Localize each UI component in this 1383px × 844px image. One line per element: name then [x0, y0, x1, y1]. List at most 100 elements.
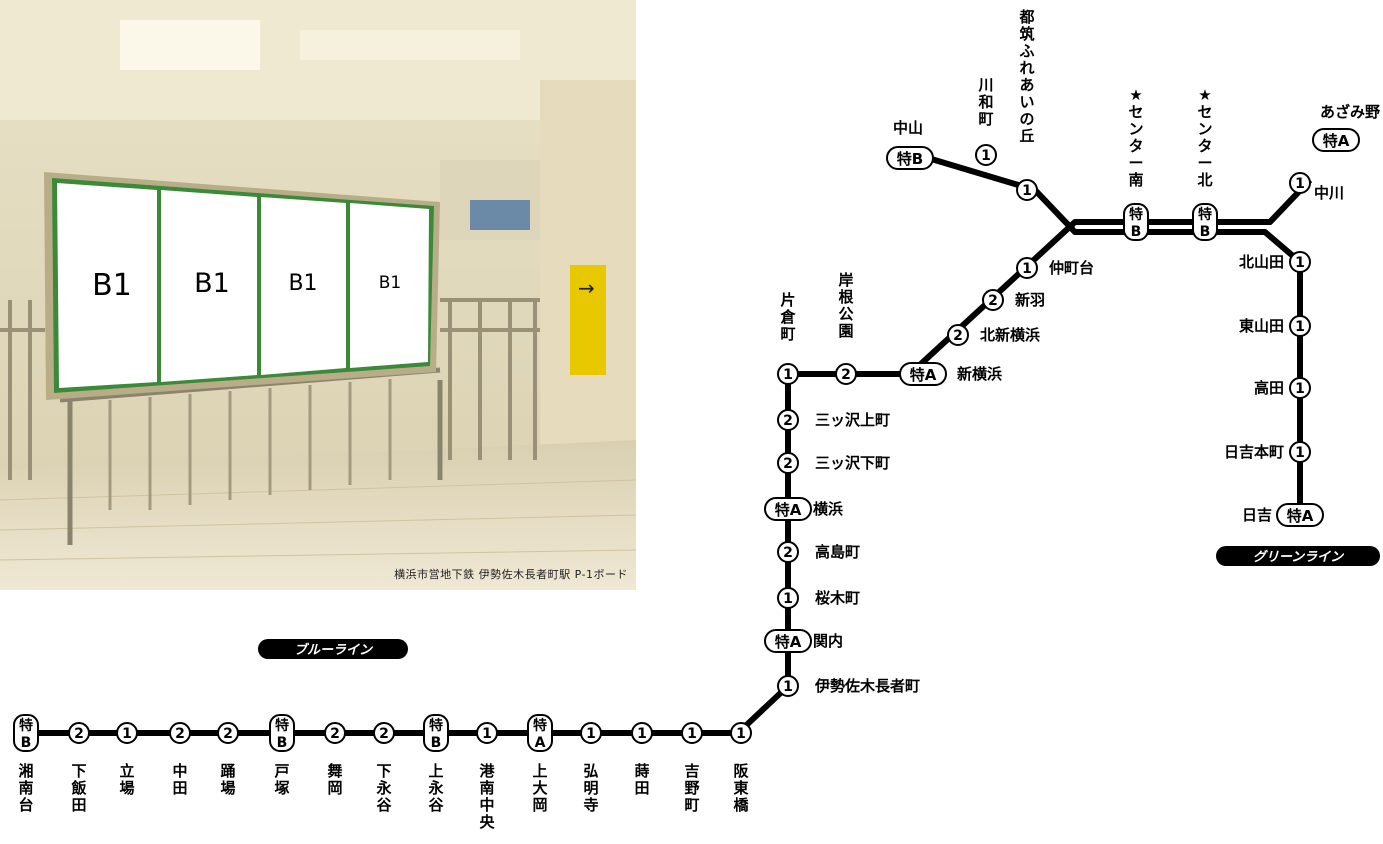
badge-rank: 2 [783, 413, 793, 429]
station-name-vert-6: 三ッ沢上町 [815, 411, 890, 429]
badge-label: 特A [1287, 507, 1314, 525]
badge-rank: 1 [783, 591, 793, 607]
badge-rank: 1 [1295, 445, 1305, 461]
station-badge-vert-1[interactable]: 特A [764, 629, 812, 653]
station-badge-bottom-11[interactable]: 1 [580, 722, 602, 744]
station-badge-vert-7[interactable]: 1 [777, 363, 799, 385]
badge-rank: A [535, 735, 546, 751]
badge-frame [1276, 503, 1324, 527]
badge-rank: 1 [122, 726, 132, 742]
station-badge-green-5[interactable]: 1 [1289, 251, 1311, 273]
station-name-upper-6: ★センター北 [1197, 86, 1212, 189]
blue-line-title: ブルーライン [294, 642, 373, 658]
badge-label: 特 [1129, 206, 1143, 223]
badge-rank: 1 [1295, 255, 1305, 271]
station-badge-vert-4[interactable]: 特A [764, 497, 812, 521]
badge-circle [1289, 315, 1311, 337]
badge-circle [324, 722, 346, 744]
station-badge-green-1[interactable]: 1 [975, 144, 997, 166]
svg-text:→: → [578, 276, 595, 300]
station-name-bottom-3: 中田 [172, 762, 187, 797]
station-name-bottom-2: 立場 [119, 762, 134, 797]
route-lines [26, 155, 1313, 736]
badge-rank: 2 [330, 726, 340, 742]
station-name-bottom-1: 下飯田 [70, 762, 86, 814]
station-badge-green-9[interactable]: 特A [1276, 503, 1324, 527]
station-badge-bottom-4[interactable]: 2 [217, 722, 239, 744]
badge-rank: 1 [783, 367, 793, 383]
badge-circle [476, 722, 498, 744]
badge-circle [217, 722, 239, 744]
stations: 特B湘南台2下飯田1立場2中田2踊場特B戸塚2舞岡2下永谷特B上永谷1港南中央特… [13, 8, 1380, 831]
station-name-vert-7: 片倉町 [779, 291, 796, 343]
station-badge-bottom-7[interactable]: 2 [373, 722, 395, 744]
station-name-bottom-9: 港南中央 [479, 762, 495, 831]
badge-rank: 2 [783, 456, 793, 472]
station-badge-vert-5[interactable]: 2 [777, 452, 799, 474]
station-badge-bottom-10[interactable]: 特A [527, 714, 553, 752]
badge-rank: B [1200, 224, 1211, 240]
badge-frame [527, 714, 553, 752]
badge-rank: 1 [1295, 381, 1305, 397]
badge-label: 特 [275, 717, 289, 734]
station-badge-bottom-9[interactable]: 1 [476, 722, 498, 744]
station-badge-bottom-2[interactable]: 1 [116, 722, 138, 744]
badge-label: 特 [533, 717, 547, 734]
station-badge-bottom-1[interactable]: 2 [68, 722, 90, 744]
station-badge-green-6[interactable]: 1 [1289, 315, 1311, 337]
badge-rank: 1 [1295, 319, 1305, 335]
station-name-upper-1: 新横浜 [957, 365, 1002, 383]
station-badge-upper-1[interactable]: 特A [899, 362, 947, 386]
badge-rank: 2 [74, 726, 84, 742]
station-badge-bottom-12[interactable]: 1 [631, 722, 653, 744]
badge-circle [1289, 251, 1311, 273]
badge-circle [982, 289, 1004, 311]
badge-label: 特B [897, 150, 923, 168]
badge-circle [1289, 172, 1311, 194]
badge-rank: 2 [841, 367, 851, 383]
station-badge-green-4[interactable]: 特A [1312, 128, 1360, 152]
station-badge-bottom-13[interactable]: 1 [681, 722, 703, 744]
badge-circle [580, 722, 602, 744]
station-name-bottom-6: 舞岡 [327, 762, 342, 797]
station-badge-upper-0[interactable]: 2 [835, 363, 857, 385]
badge-rank: 1 [637, 726, 647, 742]
station-badge-vert-2[interactable]: 1 [777, 587, 799, 609]
station-badge-vert-0[interactable]: 1 [777, 675, 799, 697]
station-name-bottom-12: 蒔田 [634, 762, 649, 797]
station-badge-bottom-14[interactable]: 1 [730, 722, 752, 744]
station-badge-vert-3[interactable]: 2 [777, 541, 799, 563]
badge-frame [764, 497, 812, 521]
badge-rank: 1 [981, 148, 991, 164]
badge-rank: 1 [1022, 183, 1032, 199]
station-badge-upper-3[interactable]: 2 [982, 289, 1004, 311]
badge-circle [777, 587, 799, 609]
station-name-bottom-8: 上永谷 [427, 762, 444, 814]
station-badge-green-8[interactable]: 1 [1289, 441, 1311, 463]
badge-circle [947, 324, 969, 346]
station-badge-upper-4[interactable]: 1 [1016, 257, 1038, 279]
station-badge-green-0[interactable]: 特B [886, 146, 934, 170]
station-badge-vert-6[interactable]: 2 [777, 409, 799, 431]
station-name-vert-1: 関内 [813, 632, 843, 650]
ad-panel-2 [161, 190, 257, 382]
station-name-upper-4: 仲町台 [1049, 259, 1094, 277]
badge-frame [269, 714, 295, 752]
station-badge-bottom-3[interactable]: 2 [169, 722, 191, 744]
station-badge-bottom-0[interactable]: 特B [13, 714, 39, 752]
station-badge-green-2[interactable]: 1 [1016, 179, 1038, 201]
badge-circle [835, 363, 857, 385]
station-badge-upper-5[interactable]: 特B [1123, 203, 1149, 241]
station-badge-green-7[interactable]: 1 [1289, 377, 1311, 399]
station-badge-bottom-6[interactable]: 2 [324, 722, 346, 744]
station-name-green-0: 中山 [893, 119, 923, 137]
station-name-green-4: あざみ野 [1320, 103, 1380, 121]
station-badge-upper-6[interactable]: 特B [1192, 203, 1218, 241]
badge-circle [373, 722, 395, 744]
badge-rank: 1 [1295, 176, 1305, 192]
station-badge-upper-2[interactable]: 2 [947, 324, 969, 346]
station-badge-bottom-5[interactable]: 特B [269, 714, 295, 752]
station-badge-green-3[interactable]: 1 [1289, 172, 1311, 194]
station-badge-bottom-8[interactable]: 特B [423, 714, 449, 752]
